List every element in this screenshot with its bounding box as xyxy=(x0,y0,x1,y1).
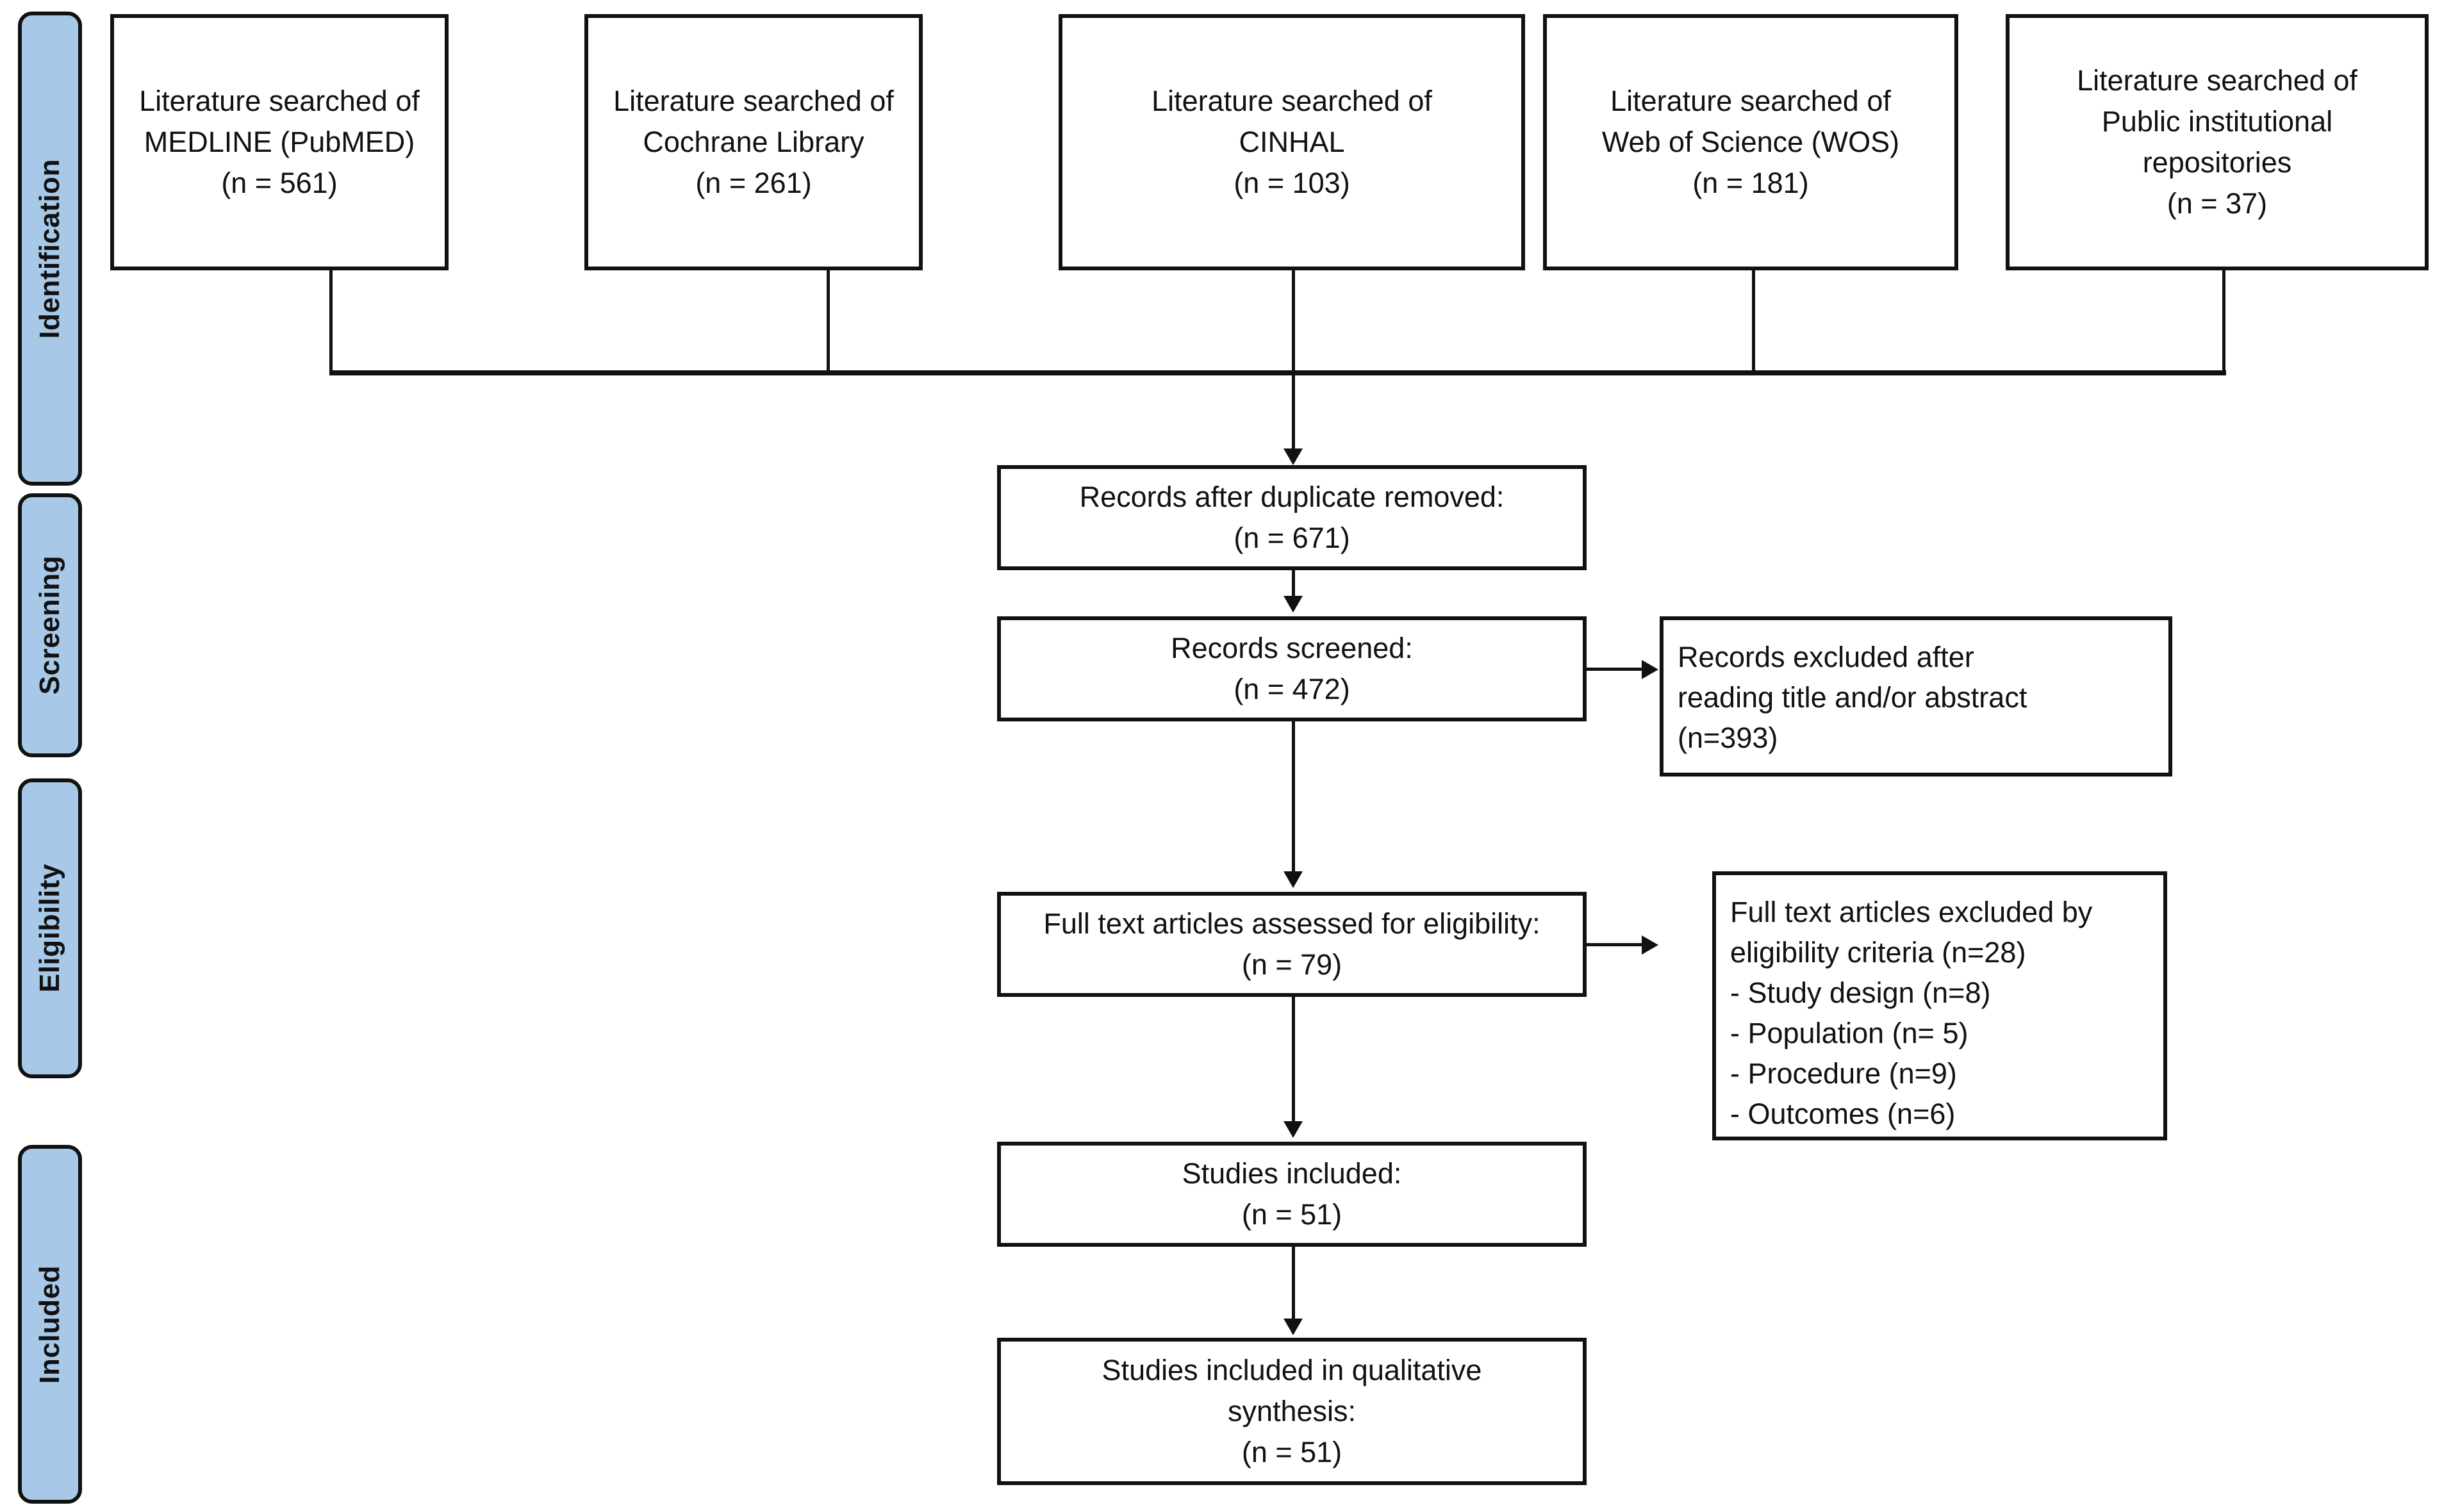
arrowhead-to-fulltext xyxy=(1284,871,1303,888)
connector-wos-drop xyxy=(1752,270,1755,374)
fulltext-excluded-reason-study-design: - Study design (n=8) xyxy=(1730,976,1991,1009)
source-medline-line2: MEDLINE (PubMED) xyxy=(144,126,415,159)
records-excluded-count: (n=393) xyxy=(1678,721,1778,754)
connector-cochrane-drop xyxy=(827,270,830,374)
records-screened-label: Records screened: xyxy=(1171,632,1413,665)
arrowhead-to-studies-included xyxy=(1284,1121,1303,1138)
studies-included-label: Studies included: xyxy=(1182,1157,1402,1190)
source-box-cochrane: Literature searched of Cochrane Library … xyxy=(584,14,923,270)
fulltext-excluded-reason-outcomes: - Outcomes (n=6) xyxy=(1730,1097,1956,1130)
arrowhead-to-screened xyxy=(1284,596,1303,612)
records-excluded-line2: reading title and/or abstract xyxy=(1678,681,2027,714)
source-box-repositories: Literature searched of Public institutio… xyxy=(2006,14,2429,270)
source-box-medline: Literature searched of MEDLINE (PubMED) … xyxy=(110,14,449,270)
qualitative-synthesis-line1: Studies included in qualitative xyxy=(1102,1354,1482,1387)
stage-label-identification: Identification xyxy=(34,158,65,339)
box-qualitative-synthesis: Studies included in qualitative synthesi… xyxy=(997,1338,1587,1485)
source-box-cinhal: Literature searched of CINHAL (n = 103) xyxy=(1059,14,1525,270)
stage-label-eligibility: Eligibility xyxy=(34,864,65,993)
connector-cinhal-drop xyxy=(1292,270,1295,374)
stage-bar-eligibility: Eligibility xyxy=(18,778,82,1078)
source-wos-line2: Web of Science (WOS) xyxy=(1601,126,1900,159)
arrowhead-to-records-excluded xyxy=(1642,660,1658,679)
box-studies-included: Studies included: (n = 51) xyxy=(997,1142,1587,1247)
connector-fulltext-to-excluded xyxy=(1587,943,1643,946)
fulltext-assessed-label: Full text articles assessed for eligibil… xyxy=(1043,907,1540,941)
connector-collection-bus xyxy=(329,370,2226,375)
connector-fulltext-to-included xyxy=(1292,997,1295,1125)
fulltext-excluded-reason-population: - Population (n= 5) xyxy=(1730,1017,1969,1049)
source-repositories-line2: Public institutional xyxy=(2101,105,2333,138)
box-records-excluded: Records excluded after reading title and… xyxy=(1660,616,2172,777)
source-box-wos: Literature searched of Web of Science (W… xyxy=(1543,14,1958,270)
source-medline-line1: Literature searched of xyxy=(139,85,420,118)
fulltext-excluded-line2: eligibility criteria (n=28) xyxy=(1730,936,2026,969)
box-records-screened: Records screened: (n = 472) xyxy=(997,616,1587,721)
connector-medline-drop xyxy=(329,270,333,374)
source-cinhal-line1: Literature searched of xyxy=(1152,85,1432,118)
source-repositories-line1: Literature searched of xyxy=(2077,64,2357,97)
box-fulltext-excluded: Full text articles excluded by eligibili… xyxy=(1712,871,2167,1140)
arrowhead-to-duplicates xyxy=(1284,448,1303,465)
arrowhead-to-fulltext-excluded xyxy=(1642,935,1658,955)
stage-bar-included: Included xyxy=(18,1145,82,1504)
stage-label-screening: Screening xyxy=(34,555,65,695)
arrowhead-to-qualitative-synthesis xyxy=(1284,1319,1303,1335)
connector-included-to-synthesis xyxy=(1292,1247,1295,1324)
source-repositories-count: (n = 37) xyxy=(2167,186,2268,220)
fulltext-excluded-reason-procedure: - Procedure (n=9) xyxy=(1730,1057,1957,1090)
stage-bar-identification: Identification xyxy=(18,12,82,486)
source-cinhal-count: (n = 103) xyxy=(1234,166,1350,199)
qualitative-synthesis-line2: synthesis: xyxy=(1227,1395,1357,1428)
box-duplicates-removed: Records after duplicate removed: (n = 67… xyxy=(997,465,1587,570)
qualitative-synthesis-count: (n = 51) xyxy=(1241,1435,1342,1468)
connector-repositories-drop xyxy=(2222,270,2225,374)
connector-screened-to-excluded xyxy=(1587,668,1643,671)
connector-screened-to-fulltext xyxy=(1292,721,1295,875)
stage-bar-screening: Screening xyxy=(18,493,82,757)
studies-included-count: (n = 51) xyxy=(1241,1198,1342,1231)
source-cochrane-count: (n = 261) xyxy=(695,166,812,199)
source-wos-line1: Literature searched of xyxy=(1610,85,1891,118)
stage-label-included: Included xyxy=(34,1265,65,1384)
source-wos-count: (n = 181) xyxy=(1692,166,1809,199)
source-cinhal-line2: CINHAL xyxy=(1239,126,1345,159)
source-cochrane-line2: Cochrane Library xyxy=(643,126,864,159)
source-repositories-line3: repositories xyxy=(2142,146,2292,179)
connector-bus-to-duplicates xyxy=(1292,374,1295,455)
box-fulltext-assessed: Full text articles assessed for eligibil… xyxy=(997,892,1587,997)
connector-duplicates-to-screened xyxy=(1292,570,1295,601)
fulltext-excluded-line1: Full text articles excluded by xyxy=(1730,896,2093,928)
source-medline-count: (n = 561) xyxy=(221,166,338,199)
source-cochrane-line1: Literature searched of xyxy=(613,85,894,118)
records-excluded-line1: Records excluded after xyxy=(1678,641,1974,673)
fulltext-assessed-count: (n = 79) xyxy=(1241,948,1342,981)
duplicates-removed-count: (n = 671) xyxy=(1234,522,1350,554)
duplicates-removed-label: Records after duplicate removed: xyxy=(1079,481,1505,514)
records-screened-count: (n = 472) xyxy=(1234,673,1350,705)
